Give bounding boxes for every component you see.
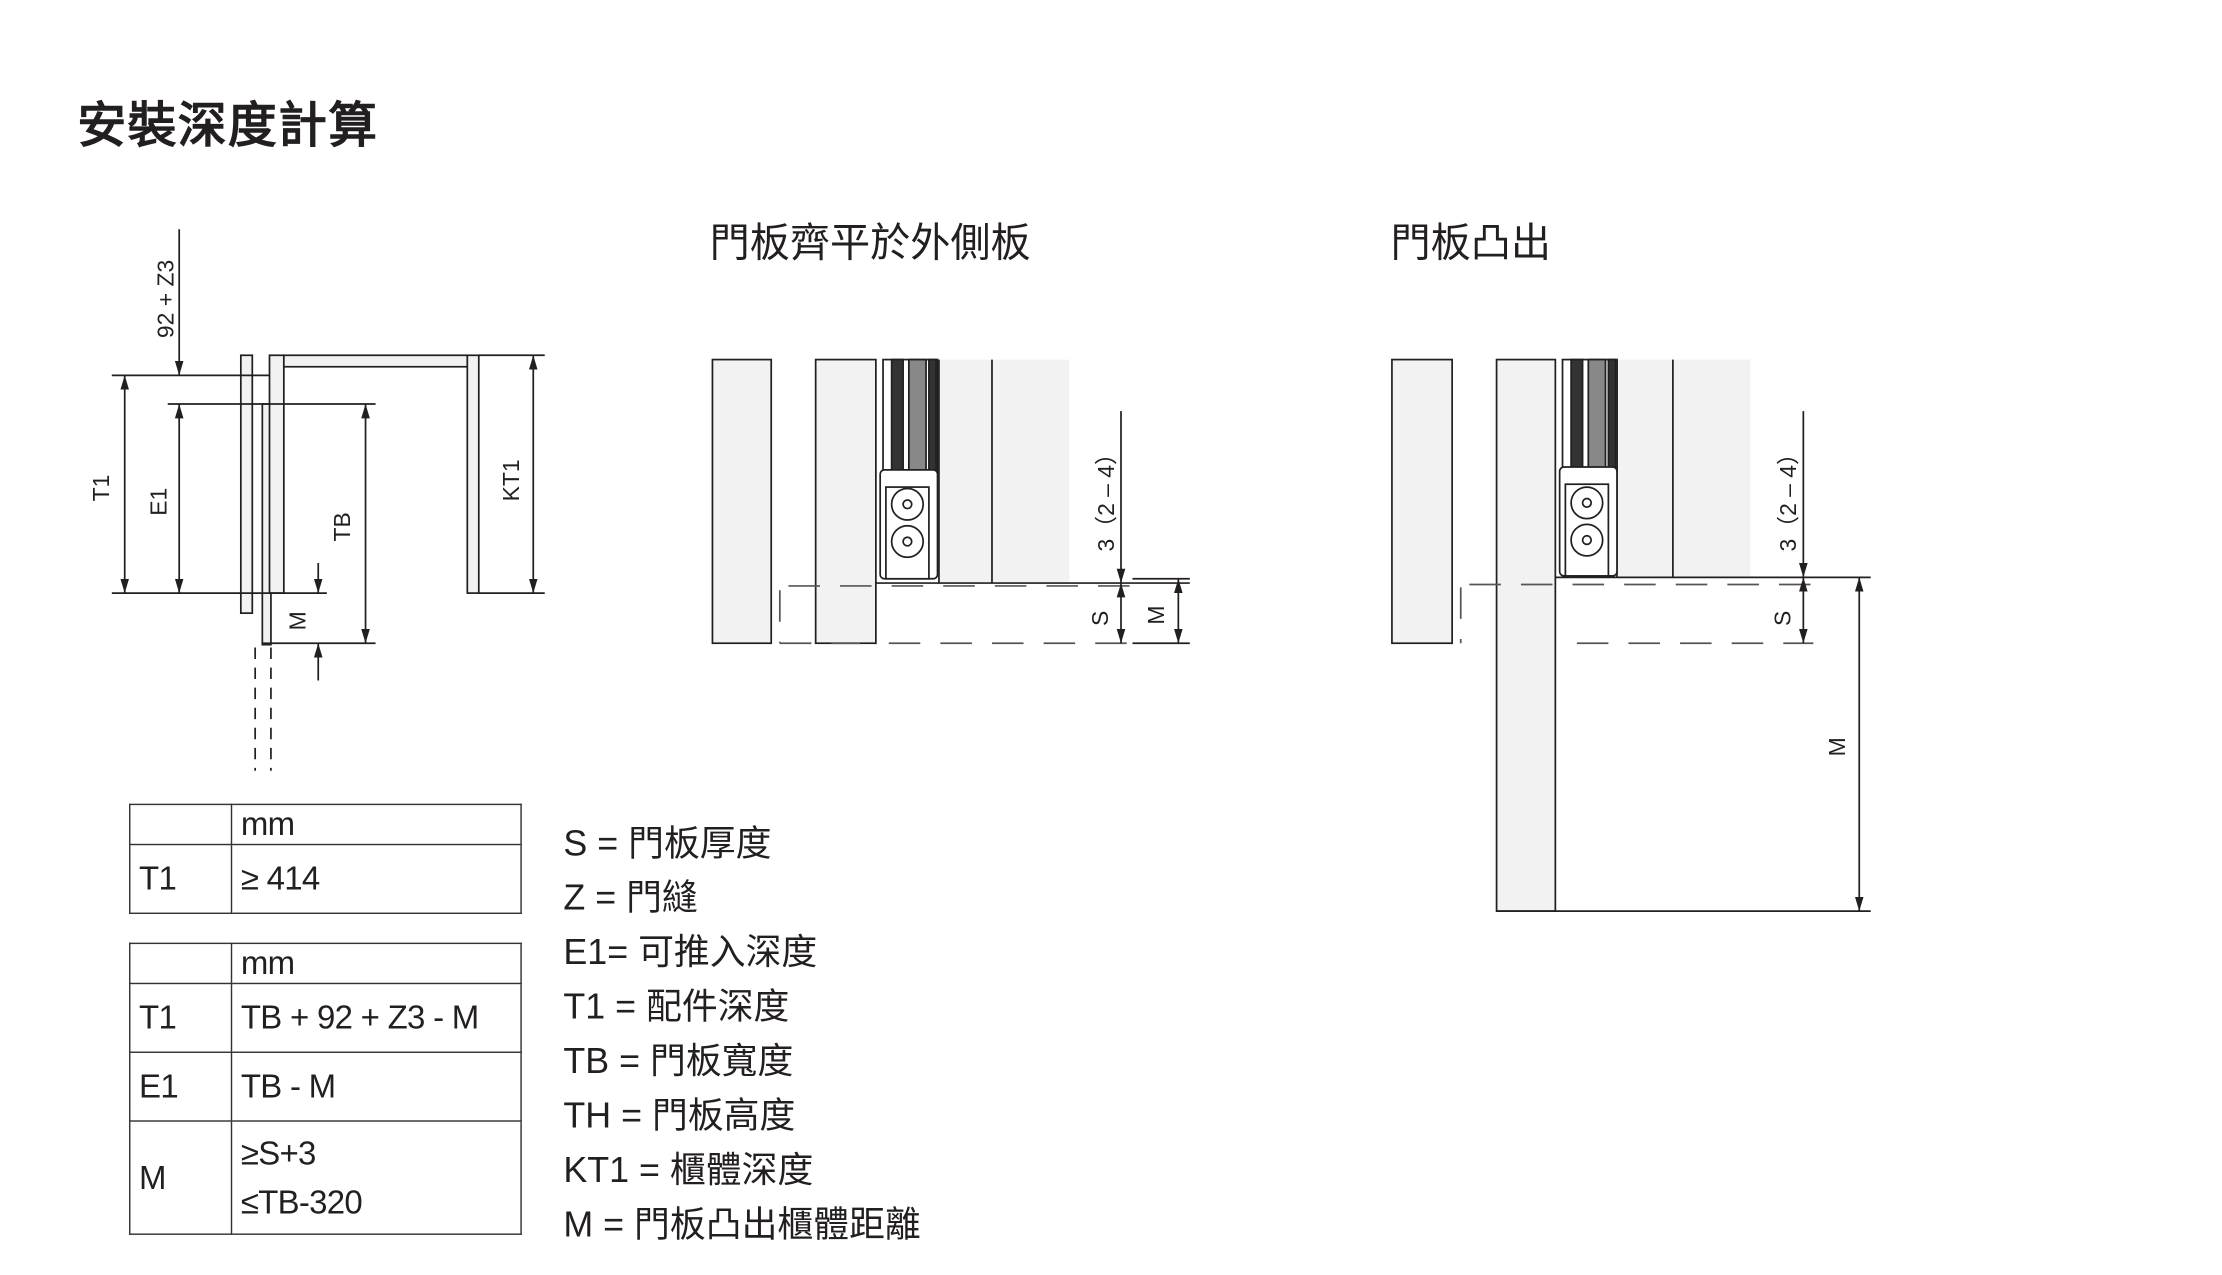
label-kt1: KT1 — [498, 459, 524, 501]
label-s: S — [1087, 611, 1113, 626]
protrude-heading: 門板凸出 — [1390, 219, 1552, 267]
min-depth-table: mm T1≥ 414 — [129, 803, 522, 914]
row-value: TB - M — [230, 1051, 522, 1122]
label-m: M — [284, 611, 310, 630]
protrude-labels: 3（2 – 4） S M — [1769, 442, 1849, 756]
left-dimension-labels: 92 + Z3 T1 E1 TB KT1 M — [88, 260, 524, 631]
row-key: E1 — [129, 1051, 233, 1122]
runner-hardware — [1558, 358, 1618, 577]
legend: S = 門板厚度 Z = 門縫 E1= 可推入深度 T1 = 配件深度 TB =… — [563, 817, 920, 1253]
label-gap: 3（2 – 4） — [1775, 442, 1801, 551]
flush-diagram — [711, 358, 1190, 645]
row-key: T1 — [129, 982, 233, 1053]
cabinet-side-right — [466, 354, 480, 594]
runner-hardware — [879, 358, 939, 580]
label-m: M — [1143, 606, 1169, 625]
legend-item: Z = 門縫 — [563, 878, 698, 919]
label-gap: 3（2 – 4） — [1093, 442, 1119, 551]
legend-item: KT1 = 櫃體深度 — [563, 1150, 814, 1191]
door-panel — [239, 354, 254, 615]
label-92-z3: 92 + Z3 — [152, 260, 178, 338]
flush-labels: 3（2 – 4） S M — [1087, 442, 1169, 626]
protrude-diagram — [1391, 358, 1871, 912]
legend-item: M = 門板凸出櫃體距離 — [563, 1204, 921, 1245]
row-value-max: ≤TB-320 — [240, 1183, 363, 1221]
label-tb: TB — [329, 512, 355, 541]
label-s: S — [1769, 611, 1795, 626]
unit-header: mm — [230, 803, 522, 846]
label-e1: E1 — [145, 488, 171, 516]
label-m: M — [1824, 737, 1850, 756]
row-value: ≥ 414 — [230, 843, 522, 914]
legend-item: E1= 可推入深度 — [563, 932, 818, 973]
cabinet-top — [282, 354, 469, 368]
legend-item: S = 門板厚度 — [563, 823, 772, 864]
row-key: T1 — [129, 843, 233, 914]
row-value-min: ≥S+3 — [240, 1134, 317, 1172]
legend-item: TH = 門板高度 — [563, 1095, 796, 1137]
legend-item: T1 = 配件深度 — [563, 987, 790, 1028]
installation-depth-diagram — [111, 229, 545, 771]
unit-header: mm — [230, 942, 522, 985]
legend-item: TB = 門板寬度 — [563, 1041, 794, 1082]
page-title: 安裝深度計算 — [77, 97, 379, 155]
cabinet-side-left — [268, 354, 285, 594]
label-t1: T1 — [88, 475, 114, 502]
row-key: M — [129, 1120, 233, 1235]
row-value: TB + 92 + Z3 - M — [230, 982, 522, 1053]
flush-heading: 門板齊平於外側板 — [709, 219, 1031, 267]
